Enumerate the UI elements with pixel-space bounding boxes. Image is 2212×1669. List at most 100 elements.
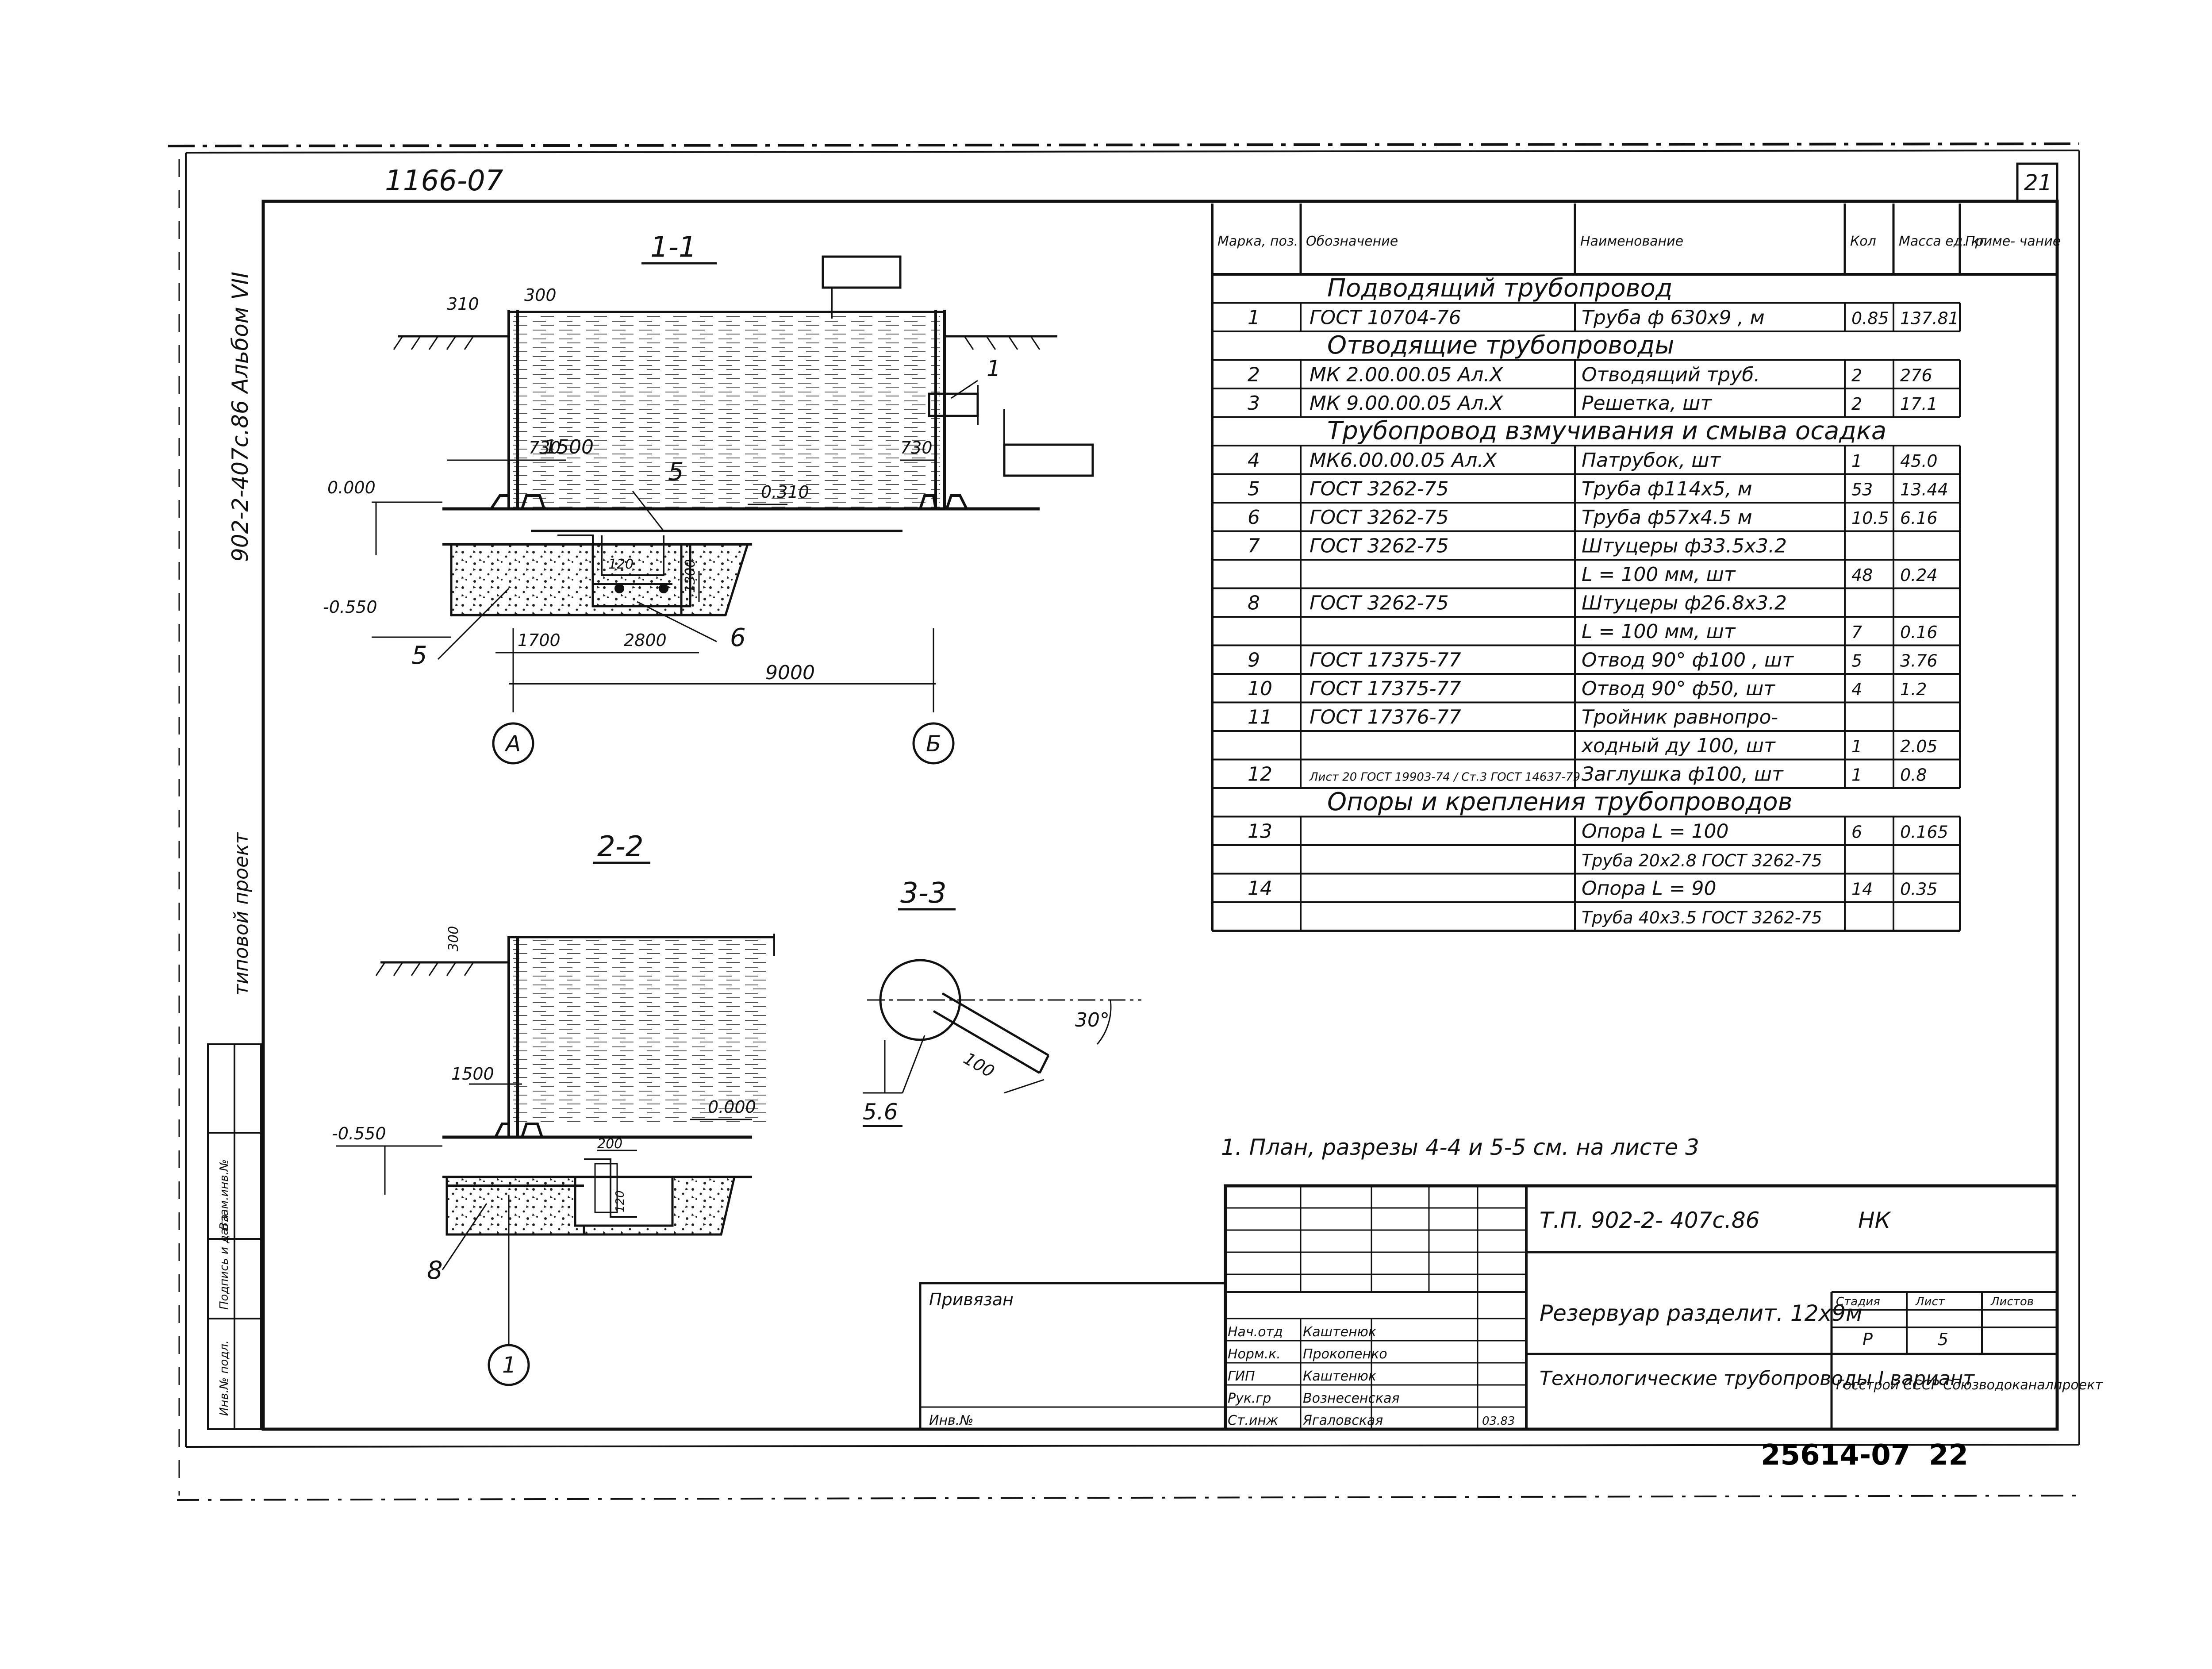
title-block xyxy=(919,1184,2059,1431)
spec-qty: 1 xyxy=(1851,765,1862,785)
drawing-code-top: 1166-07 xyxy=(385,165,503,197)
spec-qty: 10.5 xyxy=(1851,508,1889,528)
dim-1300: 1300 xyxy=(683,559,698,593)
spec-name: Труба ф57х4.5 м xyxy=(1582,506,1752,529)
sign-date: 03.83 xyxy=(1482,1415,1515,1428)
bottom-page: 22 xyxy=(1929,1439,1968,1472)
section-2-2: 2-2 15 xyxy=(332,831,775,1386)
level-0310: 0.310 xyxy=(761,482,809,502)
dim-1500: 1500 xyxy=(544,436,594,458)
title-block-code-suffix: НК xyxy=(1858,1208,1892,1233)
angle-30: 30° xyxy=(1075,1009,1110,1031)
bottom-code: 25614-07 xyxy=(1761,1439,1910,1472)
stage-header: Стадия xyxy=(1836,1295,1880,1308)
sheet-number: 21 xyxy=(2024,170,2052,196)
spec-mark: 14 xyxy=(1248,877,1272,900)
sheet-header: Лист xyxy=(1915,1295,1945,1308)
spec-mass: 137.81 xyxy=(1900,309,1959,328)
callout-1: 1 xyxy=(987,356,1001,381)
spec-group-row: Отводящие трубопроводы xyxy=(1327,331,1674,360)
sheets-header: Листов xyxy=(1990,1295,2034,1308)
spec-header-0: Марка, поз. xyxy=(1217,234,1298,249)
spec-name: Заглушка ф100, шт xyxy=(1582,763,1784,786)
spec-mass: 0.165 xyxy=(1900,823,1948,842)
spec-row: Труба 20х2.8 ГОСТ 3262-75 xyxy=(1300,845,1961,874)
spec-group-row: Трубопровод взмучивания и смыва осадка xyxy=(1327,417,1886,446)
spec-mark: 1 xyxy=(1248,307,1260,329)
spec-designation: ГОСТ 17375-77 xyxy=(1310,649,1461,672)
spec-name: Труба 20х2.8 ГОСТ 3262-75 xyxy=(1582,851,1822,870)
spec-name: Патрубок, шт xyxy=(1582,449,1721,472)
spec-name: L = 100 мм, шт xyxy=(1582,620,1736,643)
callout-5-top: 5 xyxy=(668,458,684,486)
spec-mark: 11 xyxy=(1248,706,1272,729)
role-person: Каштенюк xyxy=(1303,1324,1376,1340)
spec-mass: 3.76 xyxy=(1900,651,1938,671)
side-stamp xyxy=(207,1043,262,1430)
spec-designation: МК 2.00.00.05 Ал.X xyxy=(1310,364,1503,386)
spec-qty: 0.85 xyxy=(1851,309,1889,328)
side-album-label: 902-2-407с.86 Альбом VII xyxy=(227,272,253,562)
section-1-1: 1-1 xyxy=(323,231,1094,765)
length-100: 100 xyxy=(960,1049,998,1081)
spec-mass: 0.16 xyxy=(1900,623,1938,642)
spec-group-title: Опоры и крепления трубопроводов xyxy=(1327,788,1793,816)
spec-mark: 12 xyxy=(1248,763,1272,786)
spec-name: Отвод 90° ф100 , шт xyxy=(1582,649,1794,672)
spec-qty: 1 xyxy=(1851,451,1862,471)
level-minus-2: -0.550 xyxy=(332,1124,386,1143)
spec-group-row: Подводящий трубопровод xyxy=(1327,274,1673,303)
spec-group-title: Отводящие трубопроводы xyxy=(1327,331,1674,360)
spec-mark: 2 xyxy=(1248,364,1260,386)
spec-group-row: Опоры и крепления трубопроводов xyxy=(1327,788,1793,816)
dim-730-right: 730 xyxy=(900,438,933,458)
ref-5-6: 5.6 xyxy=(863,1099,898,1125)
spec-designation: МК6.00.00.05 Ал.X xyxy=(1310,449,1497,472)
spec-mass: 0.24 xyxy=(1900,565,1938,585)
spec-mass: 2.05 xyxy=(1900,737,1938,756)
spec-designation: ГОСТ 3262-75 xyxy=(1310,478,1449,500)
level-0000: 0.000 xyxy=(327,478,376,497)
spec-mark: 9 xyxy=(1248,649,1260,672)
dim-120: 120 xyxy=(608,557,634,572)
spec-mass: 276 xyxy=(1900,366,1932,385)
role-person: Каштенюк xyxy=(1303,1369,1376,1384)
dim-9000: 9000 xyxy=(765,661,815,684)
role-title: Нач.отд xyxy=(1228,1324,1283,1340)
spec-name: Труба 40х3.5 ГОСТ 3262-75 xyxy=(1582,908,1822,927)
spec-qty: 48 xyxy=(1851,565,1873,585)
role-title: Норм.к. xyxy=(1228,1346,1281,1362)
section-3-3: 3-3 30° 100 5.6 xyxy=(863,877,1141,1127)
spec-mark: 5 xyxy=(1248,478,1260,500)
spec-mark: 7 xyxy=(1248,535,1260,558)
spec-qty: 53 xyxy=(1851,480,1873,500)
binding-label: Привязан xyxy=(929,1290,1014,1309)
callout-6: 6 xyxy=(730,623,746,652)
dim-300-2: 300 xyxy=(446,926,461,951)
spec-name: Труба ф114х5, м xyxy=(1582,478,1752,500)
spec-header-1: Обозначение xyxy=(1306,234,1398,249)
spec-qty: 2 xyxy=(1851,366,1862,385)
spec-name: Штуцеры ф33.5х3.2 xyxy=(1582,535,1787,558)
spec-designation: ГОСТ 17375-77 xyxy=(1310,677,1461,700)
spec-name: Опора L = 90 xyxy=(1582,877,1717,900)
dim-730-left: 730 xyxy=(529,438,561,458)
dim-2800: 2800 xyxy=(624,631,667,650)
spec-name: Отводящий труб. xyxy=(1582,364,1760,386)
title-block-code: Т.П. 902-2- 407с.86 xyxy=(1540,1208,1760,1233)
spec-designation: ГОСТ 10704-76 xyxy=(1310,307,1461,329)
spec-mark: 8 xyxy=(1248,592,1260,615)
spec-designation: ГОСТ 3262-75 xyxy=(1310,506,1449,529)
